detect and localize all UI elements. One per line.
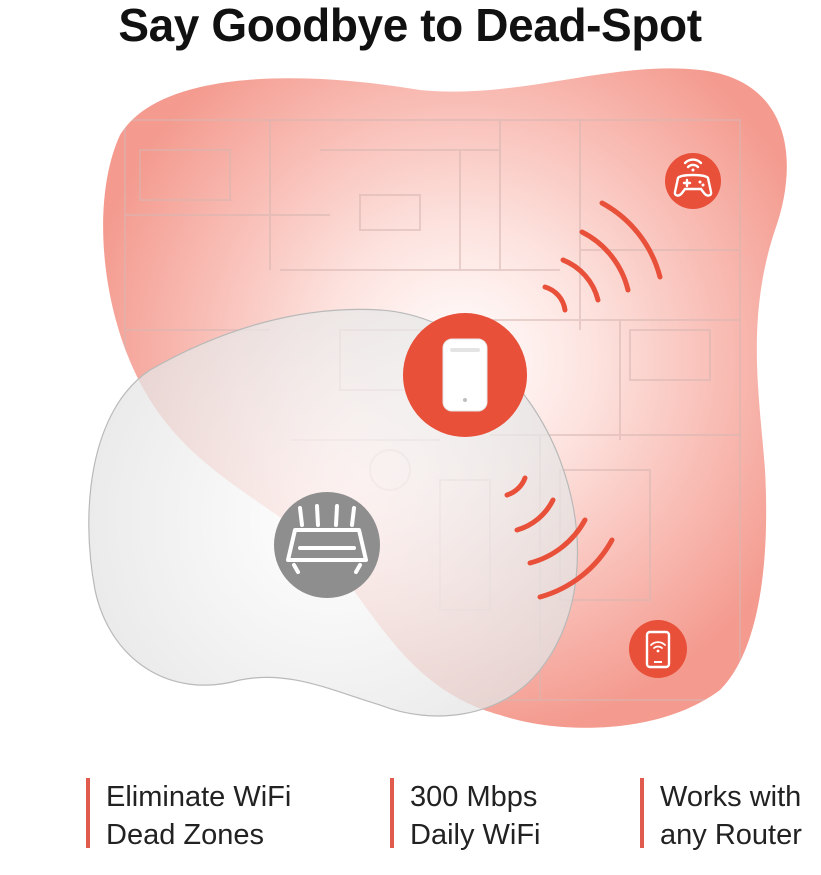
extender-signal-waves-up <box>542 200 663 313</box>
feature-list: Eliminate WiFi Dead Zones 300 Mbps Daily… <box>0 772 821 862</box>
extender-signal-waves-down <box>504 475 615 600</box>
feature-line-1: Works with <box>660 781 802 813</box>
feature-line-1: 300 Mbps <box>410 781 538 813</box>
feature-item-dead-zones: Eliminate WiFi Dead Zones <box>86 778 292 851</box>
feature-item-speed: 300 Mbps Daily WiFi <box>390 778 541 851</box>
phone-wifi-icon <box>629 620 687 678</box>
feature-item-compatibility: Works with any Router <box>640 778 802 851</box>
router-icon <box>274 492 380 598</box>
coverage-illustration <box>88 68 787 728</box>
feature-line-2: any Router <box>660 819 802 851</box>
range-extender-icon <box>403 313 527 437</box>
feature-line-2: Dead Zones <box>106 819 264 851</box>
feature-line-2: Daily WiFi <box>410 819 541 851</box>
gamepad-wifi-icon <box>665 153 721 209</box>
headline: Say Goodbye to Dead-Spot <box>118 0 702 51</box>
feature-line-1: Eliminate WiFi <box>106 781 292 813</box>
